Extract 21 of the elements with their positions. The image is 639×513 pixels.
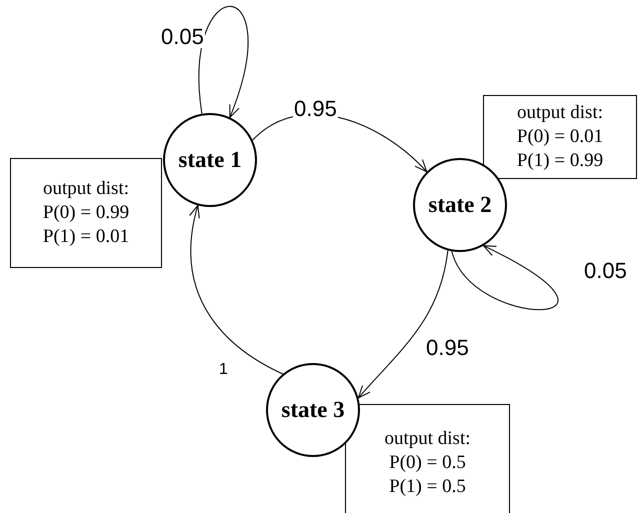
output-distribution-box <box>10 158 162 268</box>
transition-arrow <box>190 204 284 374</box>
transition-arrow <box>198 6 248 118</box>
transition-arrow <box>451 245 558 310</box>
distribution-text: P(0) = 0.01 <box>516 125 604 149</box>
distribution-text: P(1) = 0.99 <box>516 149 604 173</box>
distribution-text: P(0) = 0.5 <box>389 451 466 475</box>
output-distribution-box <box>345 404 510 513</box>
transition-probability: 0.05 <box>160 26 205 48</box>
distribution-text: P(1) = 0.01 <box>42 225 130 249</box>
transition-probability: 0.95 <box>293 98 338 120</box>
distribution-text: P(0) = 0.99 <box>42 201 130 225</box>
distribution-text: P(1) = 0.5 <box>389 475 466 499</box>
state-label: state 2 <box>428 190 492 219</box>
output-distribution-box <box>483 95 637 179</box>
distribution-text: output dist: <box>516 101 604 125</box>
transition-arrow <box>358 250 448 398</box>
state-label: state 3 <box>281 396 345 424</box>
distribution-text: output dist: <box>384 427 471 451</box>
distribution-text: output dist: <box>42 177 130 201</box>
state-label: state 1 <box>178 146 242 174</box>
